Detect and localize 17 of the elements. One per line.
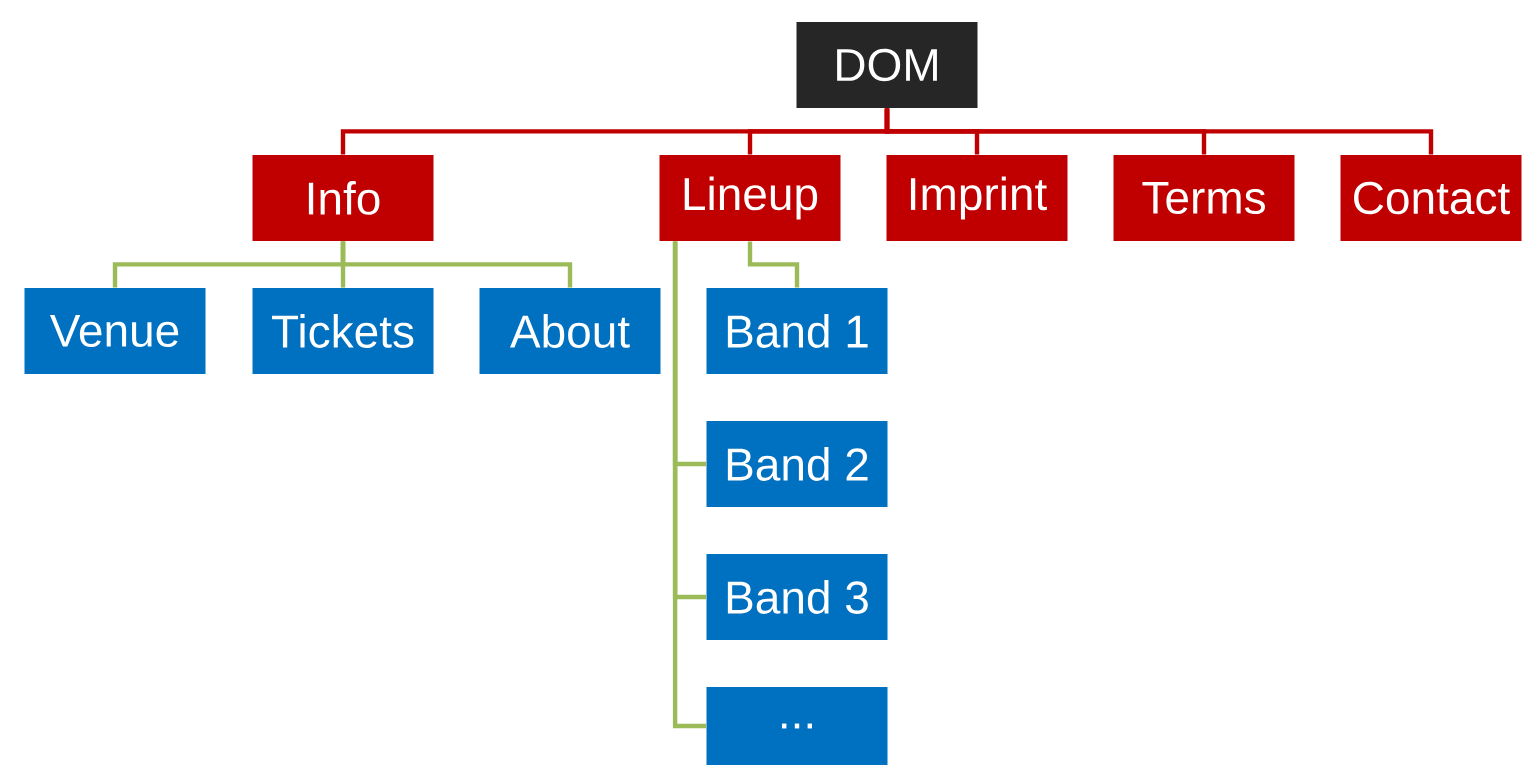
section-box: Terms	[1113, 155, 1295, 241]
page-box: Band 1	[706, 288, 888, 374]
section-box: Contact	[1340, 155, 1522, 241]
connector-line	[747, 241, 800, 288]
connector-line	[672, 241, 707, 729]
page-box: Band 3	[706, 554, 888, 640]
root-box: DOM	[796, 22, 978, 108]
section-box: Info	[252, 155, 434, 241]
connector-line	[340, 241, 573, 288]
page-box: Tickets	[252, 288, 434, 374]
connector-line	[884, 108, 1434, 155]
page-box: Band 2	[706, 421, 888, 507]
page-box: About	[479, 288, 661, 374]
page-box: Venue	[24, 288, 206, 374]
section-box: Imprint	[886, 155, 1068, 241]
page-box: ...	[706, 687, 888, 765]
section-box: Lineup	[659, 155, 841, 241]
